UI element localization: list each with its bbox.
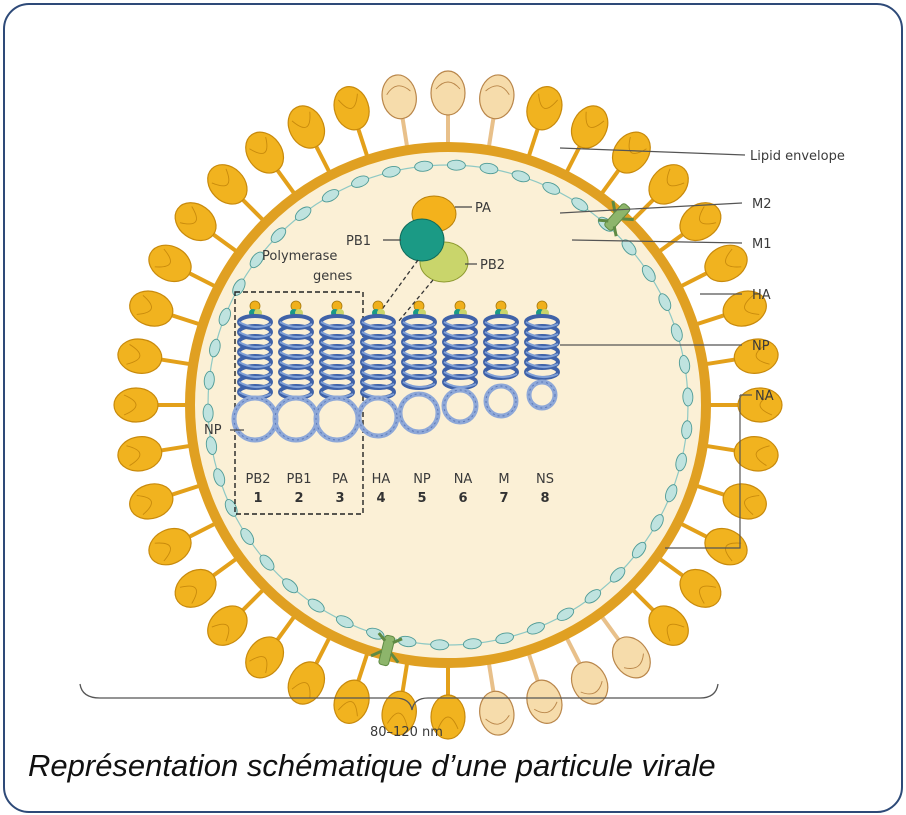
segment-name-label: PA bbox=[332, 472, 348, 487]
na-spike-icon bbox=[471, 655, 517, 737]
ha-spike-icon bbox=[698, 428, 780, 474]
segment-number-label: 1 bbox=[253, 491, 262, 506]
m1-protein bbox=[683, 388, 694, 406]
segment-number-label: 6 bbox=[458, 491, 467, 506]
ha-label: HA bbox=[752, 288, 771, 303]
m1-protein bbox=[203, 404, 214, 422]
segment-number-label: 4 bbox=[376, 491, 385, 506]
segment-name-label: NS bbox=[536, 472, 554, 487]
na-label: NA bbox=[755, 389, 774, 404]
pb1-subunit bbox=[400, 219, 444, 261]
figure-caption: Représentation schématique d’une particu… bbox=[28, 748, 888, 784]
segment-number-label: 7 bbox=[499, 491, 508, 506]
m2-label: M2 bbox=[752, 197, 772, 212]
pa-label: PA bbox=[475, 201, 491, 216]
m1-label: M1 bbox=[752, 237, 772, 252]
na-spike-icon bbox=[471, 72, 517, 154]
segment-name-label: HA bbox=[372, 472, 391, 487]
segment-name-label: NP bbox=[413, 472, 431, 487]
segment-name-label: PB1 bbox=[286, 472, 311, 487]
ha-spike-icon bbox=[115, 428, 197, 474]
pb1-label: PB1 bbox=[346, 234, 371, 249]
ha-spike-icon bbox=[114, 388, 192, 422]
m1-protein bbox=[430, 640, 448, 651]
np-label: NP bbox=[752, 339, 770, 354]
segment-name-label: M bbox=[498, 472, 509, 487]
np-side-label: NP bbox=[204, 423, 222, 438]
ha-spike-icon bbox=[115, 336, 197, 382]
segment-number-label: 5 bbox=[417, 491, 426, 506]
scale-label: 80–120 nm bbox=[370, 725, 443, 740]
polymerase-genes-label-1: Polymerase bbox=[262, 249, 337, 264]
na-spike-icon bbox=[431, 71, 465, 149]
segment-number-label: 8 bbox=[540, 491, 549, 506]
pb2-label: PB2 bbox=[480, 258, 505, 273]
segment-name-label: NA bbox=[454, 472, 473, 487]
na-spike-icon bbox=[379, 72, 425, 154]
segment-name-label: PB2 bbox=[245, 472, 270, 487]
polymerase-genes-label-2: genes bbox=[313, 269, 352, 284]
segment-number-label: 2 bbox=[294, 491, 303, 506]
m1-protein bbox=[447, 160, 465, 171]
lipid-envelope-label: Lipid envelope bbox=[750, 149, 845, 164]
segment-number-label: 3 bbox=[335, 491, 344, 506]
